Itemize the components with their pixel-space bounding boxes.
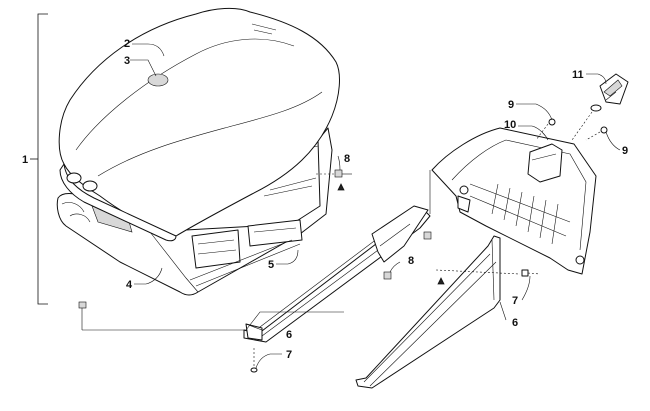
- screw-9-right: [585, 126, 608, 141]
- callout-9-right: 9: [622, 145, 628, 157]
- seat-clip: [78, 301, 87, 330]
- callout-11: 11: [572, 69, 584, 81]
- callout-7-left: 7: [286, 349, 292, 361]
- seat-base: [56, 127, 333, 296]
- side-panel-left: [243, 205, 431, 343]
- leader-lines: [82, 43, 621, 369]
- callout-2: 2: [124, 38, 130, 50]
- callout-4: 4: [126, 279, 133, 291]
- clip-8-upper: [316, 169, 352, 178]
- callout-9-left: 9: [508, 99, 514, 111]
- screw-7-left: [250, 348, 258, 373]
- callout-10: 10: [504, 119, 516, 131]
- callout-8-lower: 8: [408, 255, 414, 267]
- callout-6-right: 6: [512, 317, 518, 329]
- callout-labels: 1 2 3 4 5 6 6 7 7 8 8 9 9 10 11: [22, 38, 628, 361]
- screw-7-right: [521, 269, 541, 277]
- rear-storage-box: [431, 127, 597, 275]
- latch-assembly: [571, 73, 629, 141]
- clip-8-lower: [383, 231, 432, 280]
- side-panel-right: [355, 235, 501, 389]
- callout-5: 5: [268, 259, 274, 271]
- direction-arrow-icon: [437, 277, 445, 285]
- direction-arrow-icon: [337, 183, 345, 191]
- callout-3: 3: [124, 55, 130, 67]
- callout-6-left: 6: [286, 329, 292, 341]
- callout-1: 1: [22, 154, 28, 166]
- seat-cushion: [58, 7, 340, 242]
- assembly-bracket: [30, 13, 48, 305]
- callout-8-upper: 8: [344, 153, 350, 165]
- callout-7-right: 7: [512, 295, 518, 307]
